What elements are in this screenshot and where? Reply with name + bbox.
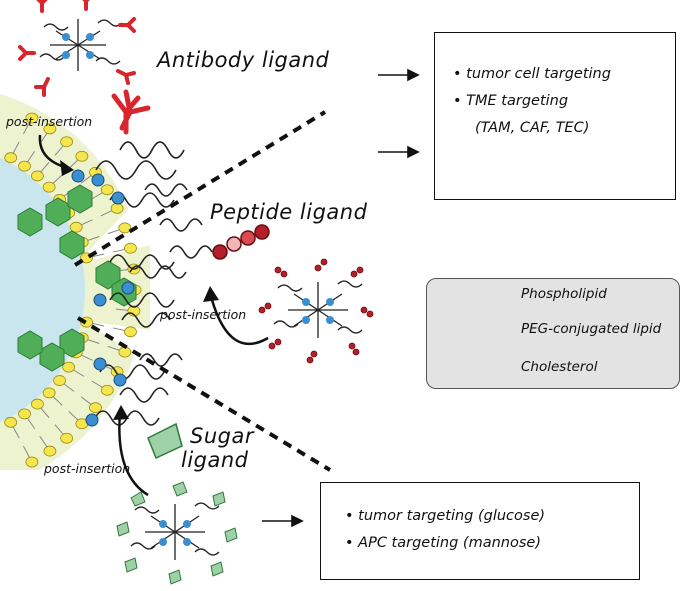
post-insertion-label-antibody: post-insertion (6, 114, 93, 129)
phospholipid-molecule (22, 445, 39, 468)
sugar-ligand-label-line2: ligand (181, 448, 249, 472)
outcome-tme-cell-types: (TAM, CAF, TEC) (475, 120, 590, 136)
phospholipid-molecule (39, 123, 57, 145)
legend-label-peg-lipid: PEG-conjugated lipid (521, 321, 662, 337)
phospholipid-molecule (53, 375, 75, 392)
sugar-micelle (116, 481, 238, 585)
phospholipid-molecule (4, 141, 20, 164)
outcome-apc-targeting-mannose: • APC targeting (mannose) (345, 535, 541, 551)
phospholipid-molecule (68, 150, 89, 169)
peptide-ligand-chain (212, 224, 270, 260)
peg-chains-middle (109, 245, 213, 328)
post-insertion-label-sugar: post-insertion (44, 461, 131, 476)
phospholipid-molecule (91, 380, 114, 396)
antibody-ligand-label: Antibody ligand (157, 48, 330, 72)
phospholipid-molecule (62, 361, 85, 377)
sector-divider-lines (73, 110, 332, 472)
arrowheads (60, 160, 219, 420)
phospholipid-molecule (4, 416, 20, 439)
phospholipid-molecule (54, 424, 74, 444)
phospholipid-molecule (100, 202, 124, 217)
sugar-outcome-box: • tumor targeting (glucose) • APC target… (320, 482, 640, 580)
phospholipid-molecule (112, 326, 137, 338)
phospholipid-molecule (18, 150, 36, 172)
phospholipid-molecule (31, 161, 50, 182)
phospholipid-molecule (31, 398, 50, 419)
phospholipid-molecule (18, 408, 36, 430)
peptide-ligand-label: Peptide ligand (210, 200, 368, 224)
free-antibody-icon (119, 89, 151, 131)
phospholipid-molecule (42, 387, 63, 406)
sugar-ligand-icon (147, 422, 183, 460)
outcome-tumor-cell-targeting: • tumor cell targeting (453, 66, 611, 82)
phospholipid-molecule (54, 136, 74, 156)
legend-label-phospholipid: Phospholipid (521, 286, 607, 302)
outcome-tme-targeting: • TME targeting (453, 93, 569, 109)
outcome-tumor-targeting-glucose: • tumor targeting (glucose) (345, 508, 546, 524)
phospholipid-molecule (22, 112, 39, 135)
phospholipid-molecule (69, 219, 93, 233)
phospholipid-molecule (91, 184, 114, 200)
sugar-ligand-label-line1: Sugar (190, 424, 254, 448)
antibody-outcome-box: • tumor cell targeting • TME targeting (… (434, 32, 676, 200)
phospholipid-molecule (42, 174, 63, 193)
legend-label-cholesterol: Cholesterol (521, 359, 598, 375)
antibody-micelle (18, 0, 136, 97)
phospholipid-molecule (107, 222, 132, 235)
phospholipid-molecule (80, 396, 102, 414)
outcome-arrows (262, 68, 420, 528)
phospholipid-molecule (80, 316, 105, 328)
phospholipid-molecule (112, 242, 137, 254)
legend-panel: Phospholipid PEG-conjugated lipid Choles… (426, 278, 680, 389)
post-insertion-label-peptide: post-insertion (160, 307, 247, 322)
phospholipid-molecule (39, 435, 57, 457)
peptide-micelle (258, 258, 374, 364)
